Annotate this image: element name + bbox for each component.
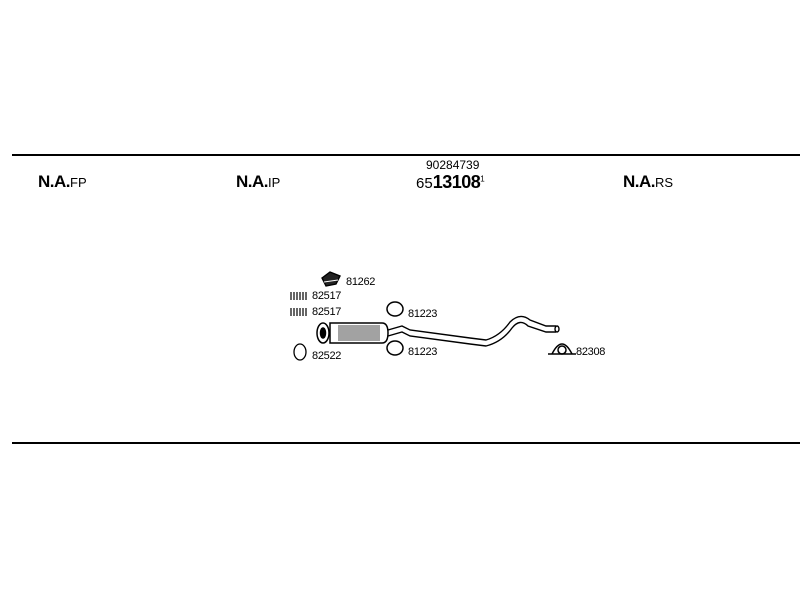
label-intermediate-pipe: N.A.IP	[236, 172, 281, 191]
center-part-main: 13108	[432, 172, 481, 192]
part-number-spring-1: 82517	[312, 290, 342, 302]
part-number-gasket: 82522	[312, 350, 342, 362]
silencer-icon	[329, 322, 389, 344]
part-number-spring-2: 82517	[312, 306, 342, 318]
top-rule	[12, 154, 800, 156]
bracket-icon	[321, 271, 341, 287]
label-front-pipe: N.A.FP	[38, 172, 87, 191]
center-oe-number: 90284739	[426, 158, 480, 172]
center-part-number: 65131081	[416, 172, 485, 193]
ring-icon	[386, 301, 404, 317]
clamp-icon	[548, 343, 576, 355]
part-number-ring-2: 81223	[408, 346, 438, 358]
ring-icon	[386, 340, 404, 356]
spring-icon	[290, 292, 307, 300]
part-number-clamp: 82308	[576, 346, 606, 358]
front-flange-icon	[316, 322, 330, 344]
label-rear-silencer: N.A.RS	[623, 172, 674, 191]
part-number-bracket: 81262	[346, 276, 376, 288]
part-number-ring-1: 81223	[408, 308, 438, 320]
center-part-prefix: 65	[416, 175, 433, 192]
tail-pipe-icon	[387, 315, 560, 347]
center-part-superscript: 1	[480, 174, 485, 184]
bottom-rule	[12, 442, 800, 444]
gasket-icon	[293, 343, 307, 361]
spring-icon	[290, 308, 307, 316]
